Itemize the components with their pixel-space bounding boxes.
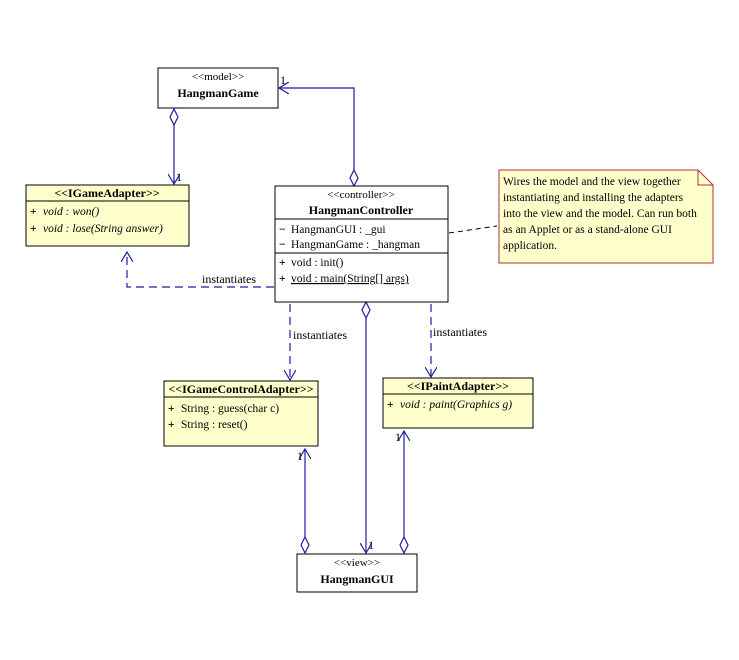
hangman-gui-stereotype: <<view>> [334,557,380,569]
controller-attr-2: HangmanGame : _hangman [291,239,420,251]
instantiates-label-control-adapter: instantiates [293,328,347,342]
class-hangman-gui[interactable]: <<view>> HangmanGUI [296,553,418,593]
class-hangman-game[interactable]: <<model>> HangmanGame [157,67,279,109]
hangman-controller-stereotype: <<controller>> [327,189,395,201]
note-line-5: application. [503,240,557,252]
hangman-game-name: HangmanGame [177,86,259,100]
paint-adapter-op-1-sign: + [387,399,394,411]
interface-i-game-control-adapter[interactable]: <<IGameControlAdapter>> + String : guess… [163,380,319,447]
multiplicity-game-adapter: 1 [176,170,182,184]
interface-i-paint-adapter[interactable]: <<IPaintAdapter>> + void : paint(Graphic… [382,377,534,429]
note-comment[interactable]: Wires the model and the view together in… [498,169,714,264]
aggregation-diamond-gui-right [399,535,409,555]
controller-op-2: void : main(String[] args) [291,273,409,285]
aggregation-diamond-controller-bottom [361,300,371,320]
paint-adapter-op-1: void : paint(Graphics g) [400,399,512,411]
controller-attr-1: HangmanGUI : _gui [291,224,386,236]
hangman-game-stereotype: <<model>> [192,71,244,83]
control-adapter-op-2-sign: + [168,419,175,431]
controller-op-1: void : init() [291,257,344,269]
i-game-adapter-op-2: void : lose(String answer) [43,223,163,235]
controller-attr-1-sign: − [279,224,286,236]
instantiates-label-paint-adapter: instantiates [433,325,487,339]
instantiates-label-game-adapter: instantiates [202,272,256,286]
aggregation-diamond-gui-left [300,535,310,555]
controller-op-2-sign: + [279,273,286,285]
hangman-gui-name: HangmanGUI [320,572,394,586]
control-adapter-op-1: String : guess(char c) [181,403,279,415]
i-game-adapter-op-2-sign: + [30,223,37,235]
note-line-2: instantiating and installing the adapter… [503,192,684,204]
i-game-control-adapter-title: <<IGameControlAdapter>> [168,382,313,396]
i-paint-adapter-title: <<IPaintAdapter>> [407,379,509,393]
controller-op-1-sign: + [279,257,286,269]
aggregation-diamond-controller [349,168,359,188]
control-adapter-op-2: String : reset() [181,419,248,431]
connector-labels: instantiates instantiates instantiates 1… [176,73,487,552]
multiplicity-control-adapter: 1 [297,449,303,463]
interface-i-game-adapter[interactable]: <<IGameAdapter>> + void : won() + void :… [25,184,190,247]
i-game-adapter-op-1: void : won() [43,206,99,218]
aggregation-diamond-game [169,107,179,127]
class-hangman-controller[interactable]: <<controller>> HangmanController − Hangm… [274,185,449,303]
note-line-3: into the view and the model. Can run bot… [503,208,697,220]
control-adapter-op-1-sign: + [168,403,175,415]
multiplicity-gui-top: 1 [368,538,374,552]
note-anchor-line [448,225,498,234]
i-game-adapter-title: <<IGameAdapter>> [54,186,160,200]
hangman-controller-name: HangmanController [309,203,414,217]
note-line-1: Wires the model and the view together [503,176,681,188]
i-game-adapter-op-1-sign: + [30,206,37,218]
controller-attr-2-sign: − [279,239,286,251]
dependency-instantiates-game-adapter [127,252,274,288]
aggregation-controller-to-game [279,88,355,182]
connectors [127,88,498,555]
multiplicity-paint-adapter: 1 [395,430,401,444]
multiplicity-game-top: 1 [280,73,286,87]
note-line-4: as an Applet or as a stand-alone GUI [503,224,672,236]
